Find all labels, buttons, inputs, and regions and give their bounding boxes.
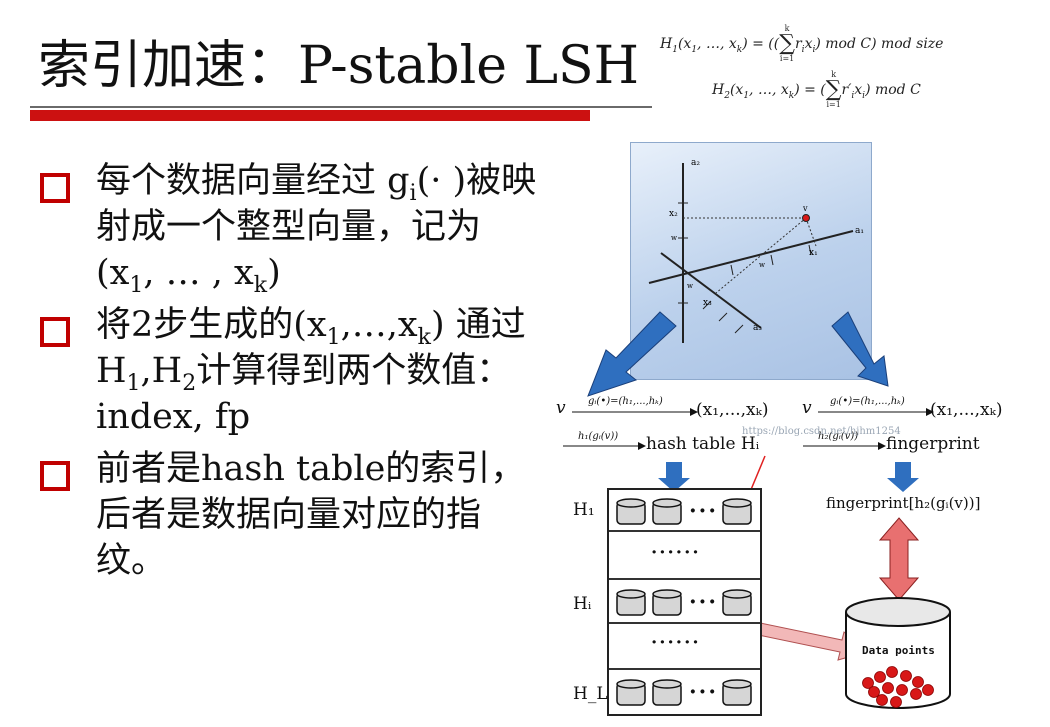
left-result-vector: (x₁,...,xₖ) (696, 400, 769, 420)
checkbox-bullet-icon (40, 461, 70, 491)
projection-axes-svg: a₂ a₁ a₃ x₂ x₁ x₃ v w w w (648, 158, 864, 343)
data-points-cylinder (845, 597, 951, 709)
ellipsis-row: ······ (651, 632, 701, 653)
title-accent-bar (30, 110, 590, 121)
point-label-v: v (802, 204, 808, 213)
hash-tables-stack: H₁ Hᵢ H_L ··· ··· ··· ······ ······ (573, 488, 762, 716)
axis-label-a2: a₂ (691, 158, 700, 168)
double-arrow-vertical-icon (878, 517, 920, 601)
right-hash-target: fingerprint (886, 434, 980, 454)
watermark: https://blog.csdn.net/hjhm1254 (742, 426, 901, 437)
spacing-label-w: w (759, 261, 765, 269)
axis-label-x1: x₁ (809, 248, 818, 258)
axis-label-a1: a₁ (855, 226, 864, 236)
left-mapping-label: gᵢ(•)=(h₁,...,hₖ) (588, 396, 663, 407)
spacing-label-w: w (687, 282, 693, 290)
bullet-item: 将2步生成的(x1,…,xk) 通过H1,H2计算得到两个数值：index, f… (40, 302, 540, 440)
checkbox-bullet-icon (40, 317, 70, 347)
projection-figure: a₂ a₁ a₃ x₂ x₁ x₃ v w w w (630, 142, 872, 380)
axis-label-x3: x₃ (703, 298, 712, 308)
row-label-hl: H_L (573, 684, 608, 704)
left-hash-target: hash table Hᵢ (646, 434, 760, 454)
row-label-h1: H₁ (573, 500, 595, 520)
axis-label-a3: a₃ (753, 323, 762, 333)
axis-label-x2: x₂ (669, 209, 678, 219)
ellipsis-inline: ··· (689, 498, 718, 524)
point-v-icon (802, 214, 810, 222)
data-points-label: Data points (862, 644, 935, 657)
bucket-icons-svg (616, 498, 752, 706)
arrow-down-icon (887, 462, 919, 492)
right-mapping-label: gᵢ(•)=(h₁,...,hₖ) (830, 396, 905, 407)
left-hash-function: h₁(gᵢ(v)) (578, 431, 619, 442)
bullet-item: 前者是hash table的索引，后者是数据向量对应的指纹。 (40, 446, 540, 584)
spacing-label-w: w (671, 234, 677, 242)
fingerprint-expression: fingerprint[h₂(gᵢ(v))] (826, 494, 981, 512)
right-hash-function: h₂(gᵢ(v)) (818, 431, 859, 442)
title-divider (30, 106, 652, 108)
bullet-item: 每个数据向量经过 gi(· )被映射成一个整型向量，记为 (x1, … , xk… (40, 158, 540, 297)
checkbox-bullet-icon (40, 173, 70, 203)
ellipsis-inline: ··· (689, 679, 718, 705)
right-result-vector: (x₁,...,xₖ) (930, 400, 1003, 420)
bullet-list: 每个数据向量经过 gi(· )被映射成一个整型向量，记为 (x1, … , xk… (40, 158, 540, 590)
right-vector-v: v (802, 398, 812, 418)
arrow-down-right-icon (831, 311, 889, 387)
arrow-down-icon (658, 462, 690, 492)
ellipsis-inline: ··· (689, 589, 718, 615)
row-label-hi: Hᵢ (573, 594, 592, 614)
slide-title: 索引加速：P-stable LSH (38, 36, 640, 96)
ellipsis-row: ······ (651, 542, 701, 563)
left-vector-v: v (556, 398, 566, 418)
arrow-down-left-icon (587, 311, 677, 397)
